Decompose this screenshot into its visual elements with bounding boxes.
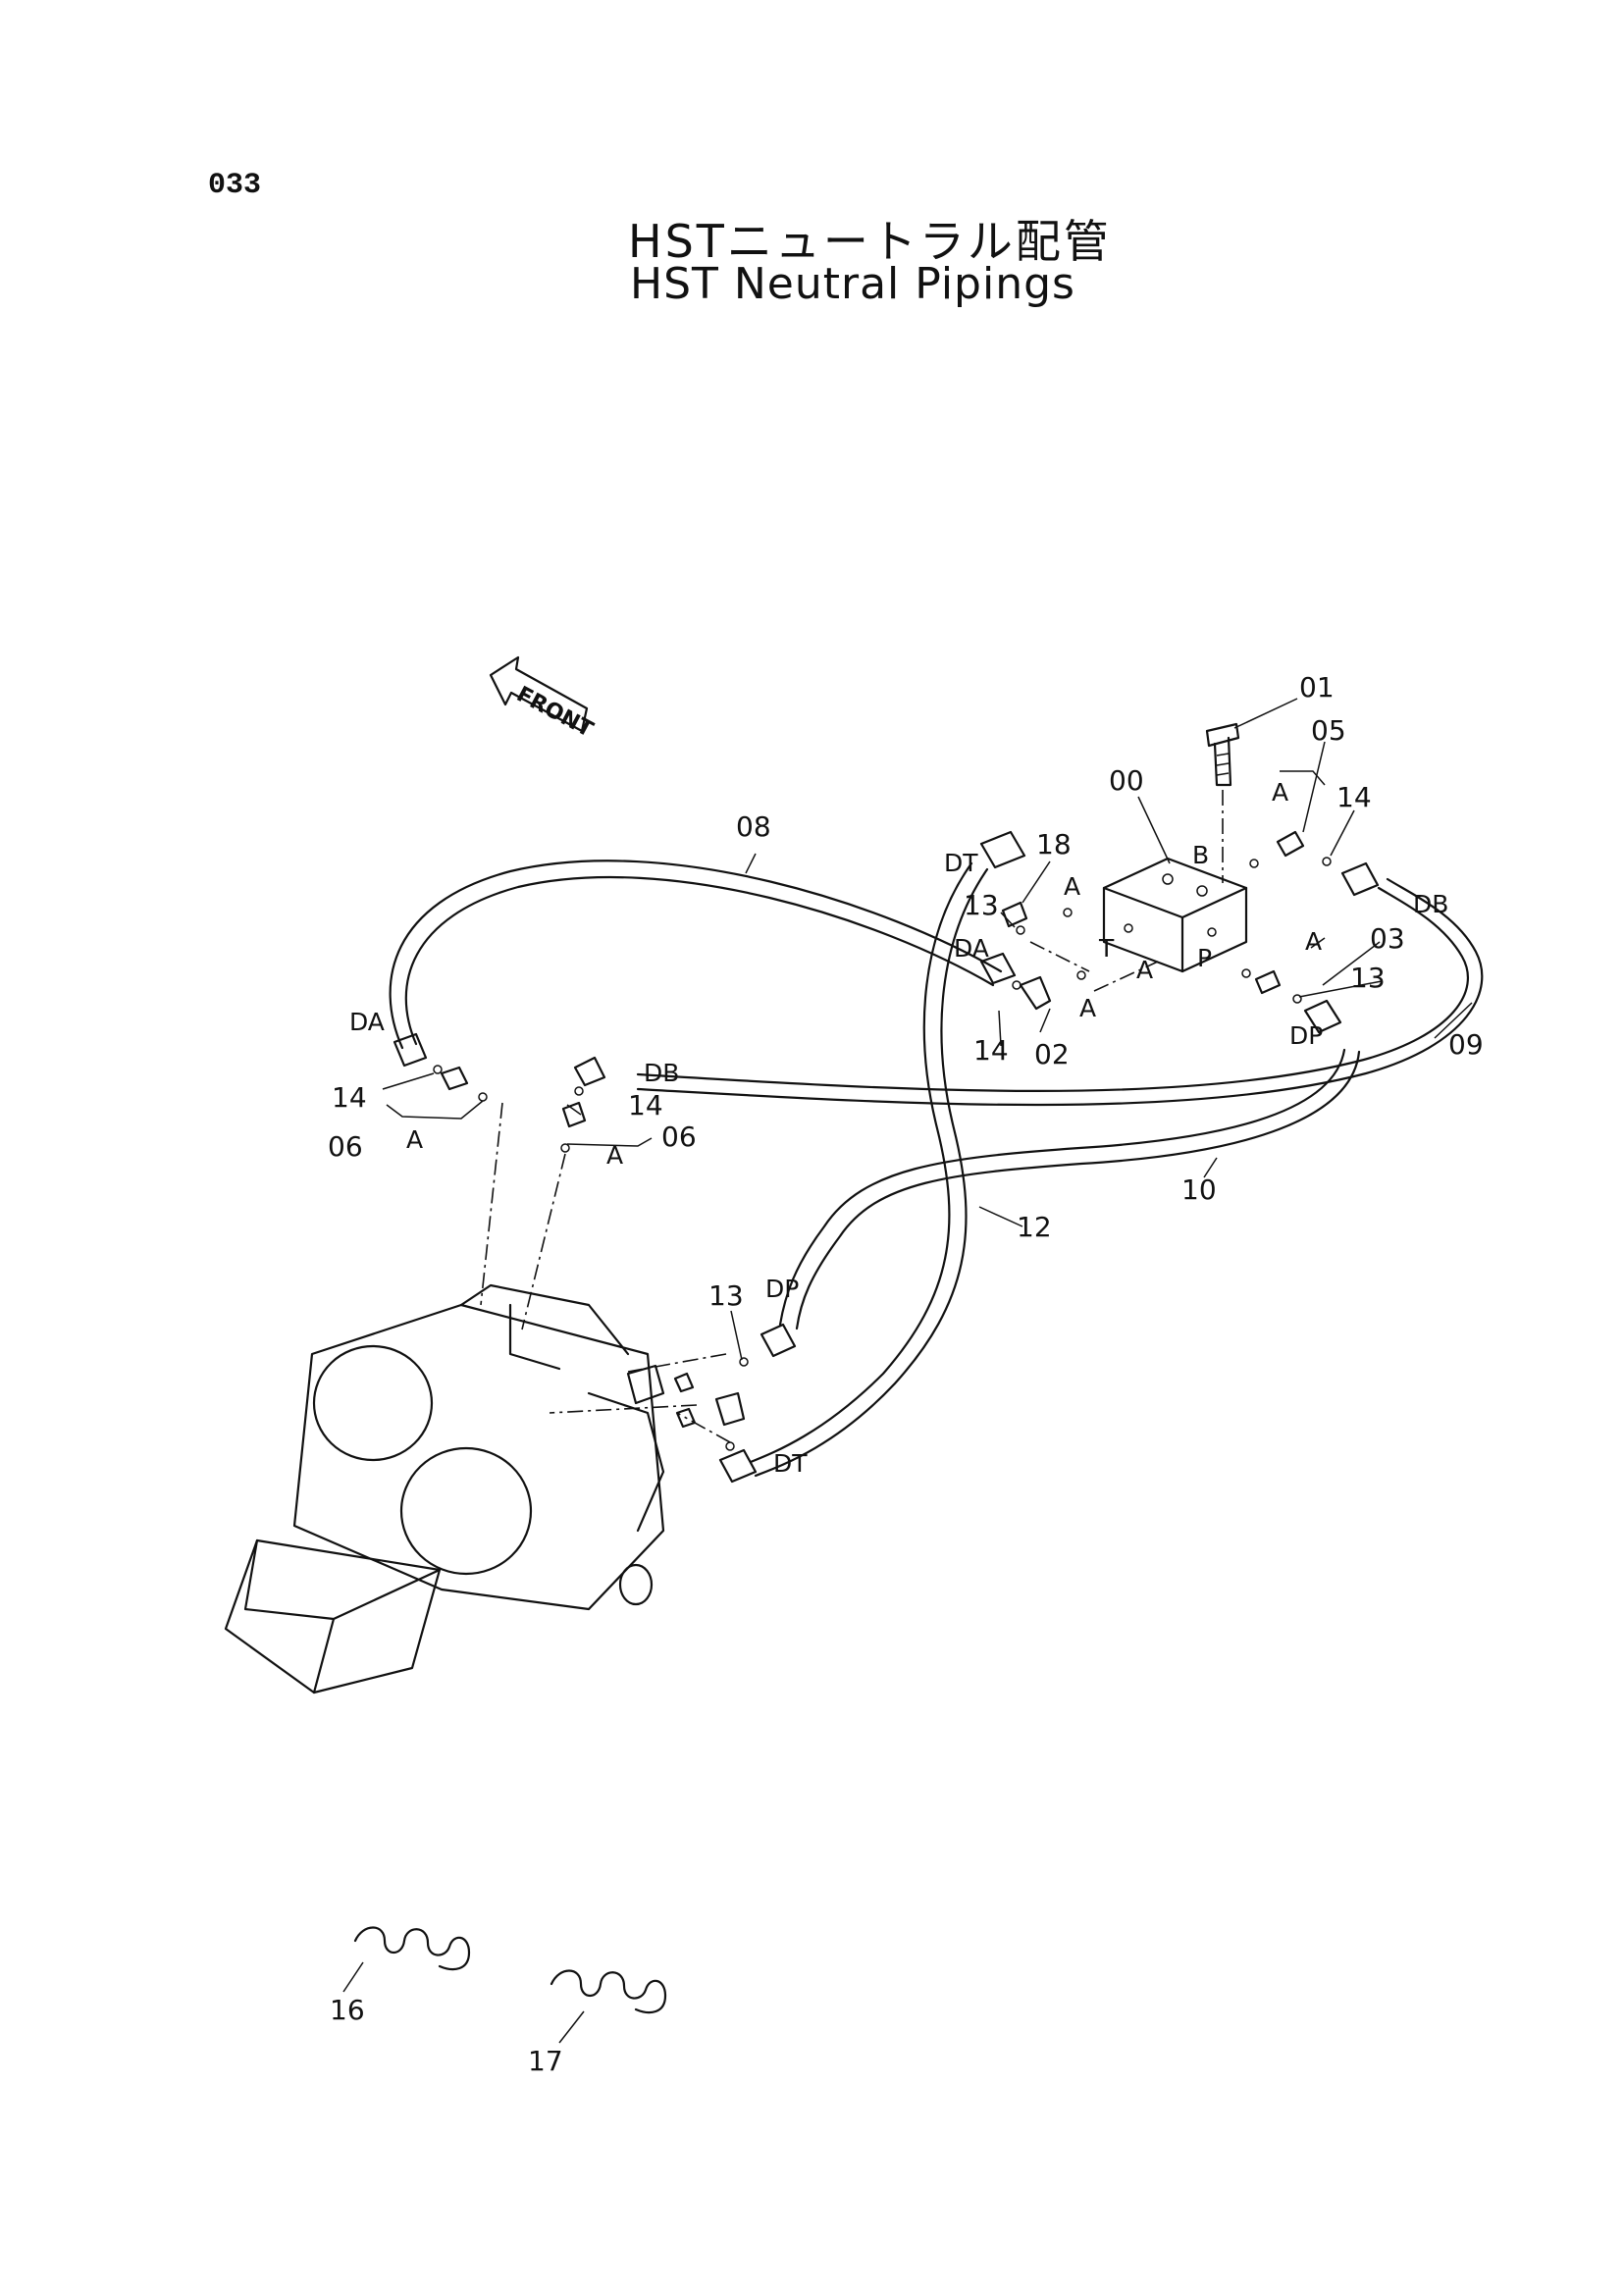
port-label-dt-top: DT — [944, 849, 978, 877]
port-label-da-left: DA — [349, 1008, 385, 1036]
group-label-a-upper-valve: A — [1064, 872, 1080, 901]
part-number-13-right: 13 — [1350, 962, 1386, 994]
part-number-00: 00 — [1109, 764, 1144, 797]
port-label-dt-bottom: DT — [773, 1449, 808, 1478]
fitting-18 — [1001, 901, 1028, 928]
port-label-db-left: DB — [644, 1059, 679, 1087]
fitting-dp-right — [1303, 999, 1342, 1034]
hose-08-inner — [404, 876, 995, 1046]
part-number-14-left: 14 — [332, 1081, 367, 1114]
part-number-03: 03 — [1370, 922, 1405, 955]
group-label-a-left: A — [406, 1125, 423, 1154]
fitting-02 — [1019, 975, 1052, 1011]
group-brackets — [386, 770, 1326, 1147]
valve-block-00: B T A P — [1098, 841, 1248, 984]
part-number-14-center: 14 — [973, 1034, 1009, 1067]
part-number-14-right: 14 — [1336, 781, 1372, 813]
hose-08 — [389, 860, 1003, 1050]
o-rings — [433, 857, 1332, 1451]
fitting-05 — [1276, 830, 1305, 858]
valve-port-p: P — [1197, 944, 1212, 972]
fitting-03 — [1254, 969, 1282, 995]
port-label-da-right: DA — [954, 934, 989, 963]
fitting-06-left — [440, 1066, 469, 1091]
port-label-dp-bottom: DP — [765, 1275, 799, 1303]
fitting-db-left — [573, 1056, 606, 1087]
hose-db — [636, 886, 1469, 1092]
fitting-da-left — [393, 1032, 428, 1068]
part-number-06-mid: 06 — [661, 1121, 697, 1153]
group-label-a-lower-valve: A — [1079, 994, 1096, 1022]
hose-10 — [778, 1048, 1346, 1327]
part-number-12: 12 — [1017, 1211, 1052, 1243]
part-number-13-bottom: 13 — [708, 1279, 744, 1312]
part-number-18: 18 — [1036, 828, 1072, 860]
part-number-17: 17 — [528, 2045, 563, 2077]
group-label-a-right: A — [1305, 927, 1322, 956]
reservoir-box — [224, 1538, 442, 1694]
hose-12 — [749, 861, 973, 1464]
front-arrow: FRONT — [489, 655, 597, 743]
title-japanese: HSTニュートラル配管 — [628, 215, 1112, 268]
hydraulic-pump — [292, 1283, 746, 1611]
part-number-02: 02 — [1034, 1038, 1070, 1070]
fitting-db-right — [1340, 861, 1380, 897]
part-number-05: 05 — [1311, 714, 1346, 747]
hose-db-inner — [636, 877, 1484, 1107]
bolt-01 — [1205, 722, 1240, 883]
valve-port-t: T — [1098, 934, 1115, 963]
spiral-guard-17 — [550, 1969, 667, 2014]
valve-port-a: A — [1136, 956, 1153, 984]
port-label-dp-right: DP — [1289, 1021, 1323, 1050]
group-label-a-mid: A — [606, 1141, 623, 1170]
part-number-01: 01 — [1299, 671, 1335, 704]
group-label-a-top: A — [1272, 778, 1288, 807]
part-number-06-left: 06 — [328, 1130, 363, 1163]
valve-port-b: B — [1192, 841, 1209, 869]
part-number-16: 16 — [330, 1994, 365, 2026]
part-number-14-mid: 14 — [628, 1089, 663, 1121]
part-number-08: 08 — [736, 810, 771, 843]
part-number-13-top: 13 — [964, 889, 999, 921]
fitting-dt-top — [979, 830, 1026, 869]
spiral-guard-16 — [353, 1926, 471, 1971]
hose-10-inner — [795, 1050, 1361, 1330]
connection-lines — [480, 941, 1159, 1443]
leader-lines — [342, 698, 1473, 2044]
title-english: HST Neutral Pipings — [630, 259, 1075, 309]
fitting-dp-bottom — [760, 1323, 797, 1358]
page-number: 033 — [208, 169, 262, 202]
fitting-dt-bottom — [718, 1448, 758, 1484]
fitting-06-center — [561, 1101, 587, 1128]
part-number-09: 09 — [1448, 1028, 1484, 1061]
fitting-da-right — [979, 952, 1017, 985]
part-number-10: 10 — [1181, 1173, 1217, 1206]
port-label-db-right: DB — [1413, 890, 1448, 918]
hose-12-inner — [754, 867, 989, 1478]
